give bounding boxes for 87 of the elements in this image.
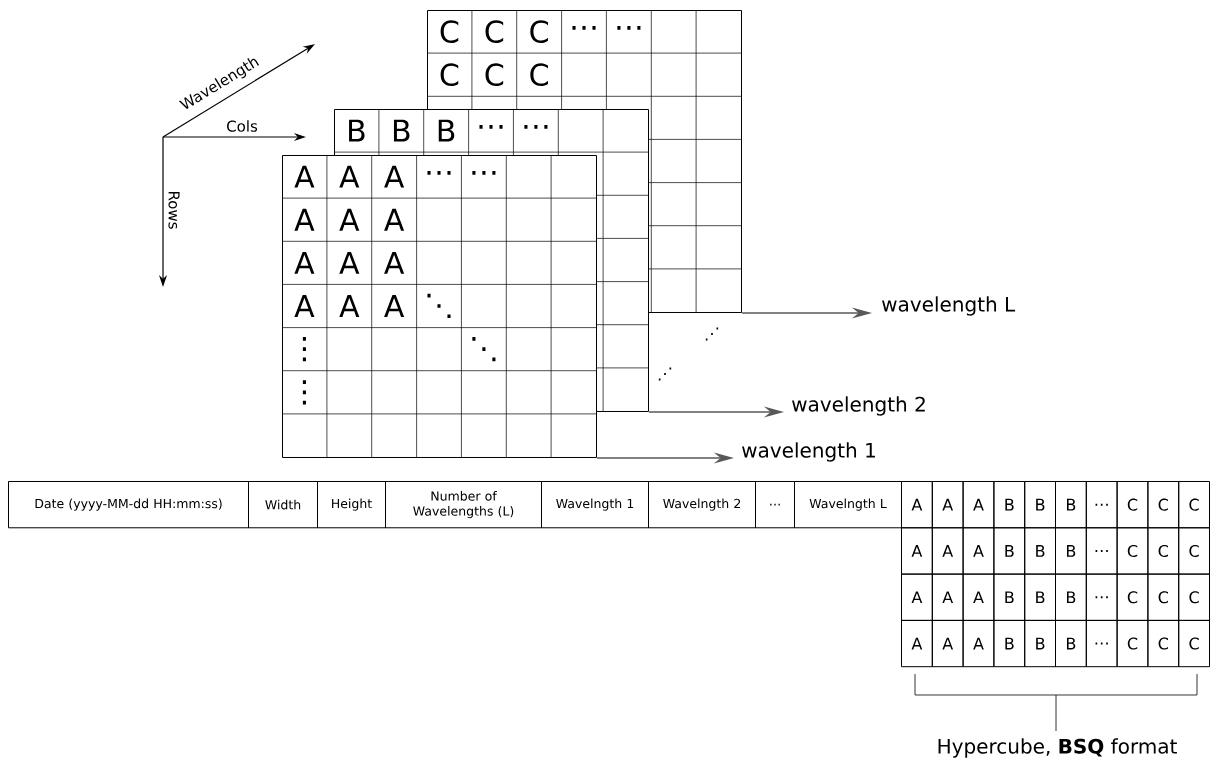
grid-symbol: C <box>530 63 548 87</box>
table-cell: C <box>1116 481 1149 529</box>
table-cell: A <box>931 481 964 529</box>
grid-symbol: C <box>440 20 459 43</box>
grid-symbol: ⋮ <box>302 336 306 362</box>
grid-symbol: B <box>438 119 455 142</box>
table-cell: B <box>1024 573 1056 621</box>
grid-symbol: A <box>384 251 405 274</box>
table-cell: Width <box>248 481 318 529</box>
grid-symbol: B <box>393 119 410 142</box>
grid-symbol: A <box>294 165 315 188</box>
grid-symbol: ⋯ <box>572 26 596 30</box>
grid-symbol: ⋯ <box>479 125 503 129</box>
table-cell: C <box>1116 527 1149 575</box>
table-cell: A <box>901 527 933 575</box>
band-label: wavelength L <box>882 296 1016 316</box>
grid-symbol: A <box>294 208 315 231</box>
table-cell: A <box>931 527 964 575</box>
table-cell: C <box>1147 481 1180 529</box>
table-cell: C <box>1178 527 1210 575</box>
table-cell: … <box>1085 619 1118 668</box>
grid-symbol: ⋮ <box>302 380 306 405</box>
grid-symbol: ⋯ <box>427 171 451 175</box>
table-cell: C <box>1116 573 1149 621</box>
table-cell: A <box>931 573 964 621</box>
grid-symbol: ⋯ <box>472 171 496 175</box>
table-cell: A <box>962 573 995 621</box>
table-cell: C <box>1147 527 1180 575</box>
grid-symbol: A <box>384 165 405 188</box>
table-cell: B <box>1055 573 1087 621</box>
band-label: wavelength 2 <box>792 396 925 416</box>
table-cell: A <box>931 619 964 668</box>
table-cell: B <box>1024 527 1056 575</box>
caption: Hypercube, BSQ format <box>938 738 1177 758</box>
table-cell: Wavelngth 1 <box>541 481 649 529</box>
grid-symbol: A <box>339 251 360 274</box>
grid-symbol: ⋱ <box>472 336 496 362</box>
table-cell: … <box>1085 573 1118 621</box>
table-cell: Number of Wavelengths (L) <box>385 481 542 529</box>
grid-symbol: C <box>440 63 459 87</box>
table-cell: C <box>1178 619 1210 668</box>
grid-symbol: ⋯ <box>524 125 548 129</box>
table-cell: Date (yyyy-MM-dd HH:mm:ss) <box>8 481 249 529</box>
table-cell: C <box>1116 619 1149 668</box>
table-cell: C <box>1178 573 1210 621</box>
table-cell: Wavelngth 2 <box>648 481 756 529</box>
table-cell: A <box>962 481 995 529</box>
table-cell: A <box>962 527 995 575</box>
table-cell: A <box>901 573 933 621</box>
ellipsis: ⋰ <box>705 327 719 341</box>
grid-symbol: A <box>339 208 360 231</box>
table-cell: B <box>1055 619 1087 668</box>
table-cell: B <box>993 527 1026 575</box>
table-cell: A <box>901 481 933 529</box>
table-cell: B <box>1055 527 1087 575</box>
table-cell: C <box>1147 573 1180 621</box>
table-cell: C <box>1178 481 1210 529</box>
grid-symbol: C <box>530 20 548 43</box>
band-label: wavelength 1 <box>742 442 875 462</box>
table-cell: … <box>1085 527 1118 575</box>
grid-symbol: ⋱ <box>427 293 451 319</box>
grid-symbol: C <box>485 63 504 87</box>
table-cell: Height <box>317 481 386 529</box>
table-cell: B <box>1024 481 1056 529</box>
grid-symbol: A <box>339 165 360 188</box>
table-cell: B <box>993 573 1026 621</box>
image-grid <box>281 154 597 458</box>
table-cell: Wavelngth L <box>794 481 902 529</box>
grid-symbol: B <box>349 119 365 142</box>
table-cell: … <box>1085 481 1118 529</box>
table-cell: C <box>1147 619 1180 668</box>
axis-label: Rows <box>168 191 180 229</box>
grid-symbol: ⋯ <box>617 26 641 30</box>
table-cell: A <box>901 619 933 668</box>
table-cell: B <box>1024 619 1056 668</box>
table-cell: B <box>1055 481 1087 529</box>
table-cell: B <box>993 619 1026 668</box>
grid-symbol: A <box>294 295 315 317</box>
grid-symbol: A <box>294 251 315 274</box>
grid-symbol: A <box>339 295 360 317</box>
grid-symbol: C <box>485 20 504 43</box>
table-cell: A <box>962 619 995 668</box>
grid-symbol: A <box>384 295 405 317</box>
table-cell: B <box>993 481 1026 529</box>
grid-symbol: A <box>384 208 405 231</box>
table-cell: … <box>755 481 795 529</box>
axis-label: Cols <box>227 120 258 132</box>
